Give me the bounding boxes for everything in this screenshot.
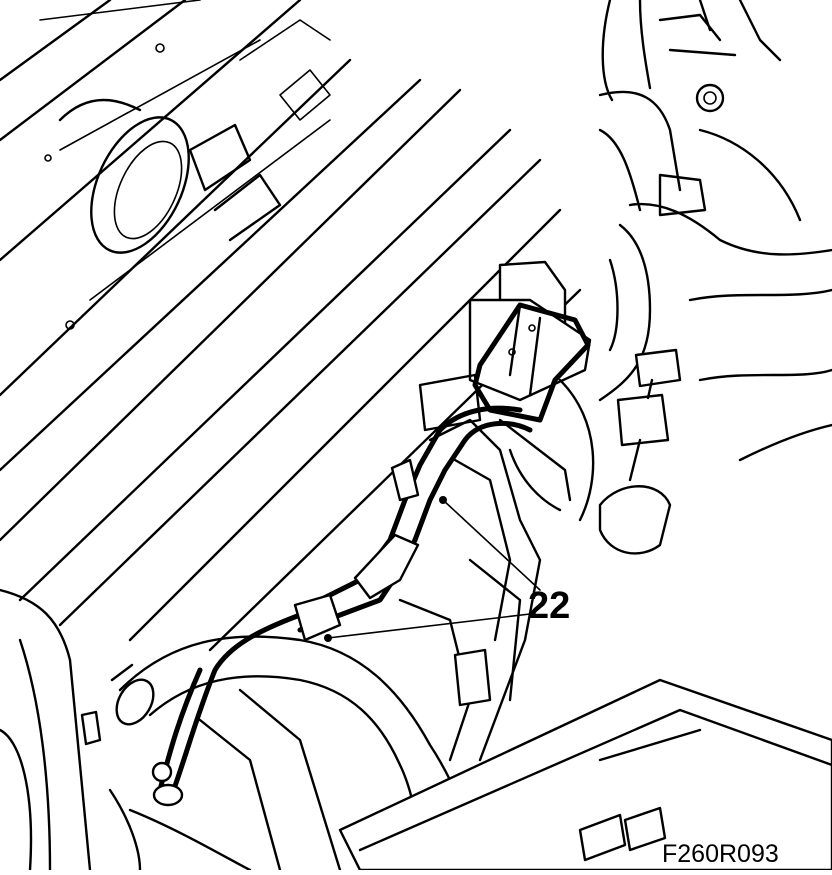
relay-box: [338, 678, 832, 872]
callout-label: 22: [528, 585, 570, 627]
bracket-body: [398, 378, 595, 762]
upper-hoses: [598, 0, 832, 462]
coolant-tube: [110, 635, 452, 802]
figure-id: F260R093: [662, 840, 779, 868]
connector-block: [418, 260, 592, 512]
lower-left-panel: [0, 588, 342, 872]
side-connectors: [598, 348, 682, 555]
callout-leaders: [324, 496, 541, 642]
wiring-harness: [152, 405, 533, 807]
radiator-fan-cap: [44, 19, 331, 330]
